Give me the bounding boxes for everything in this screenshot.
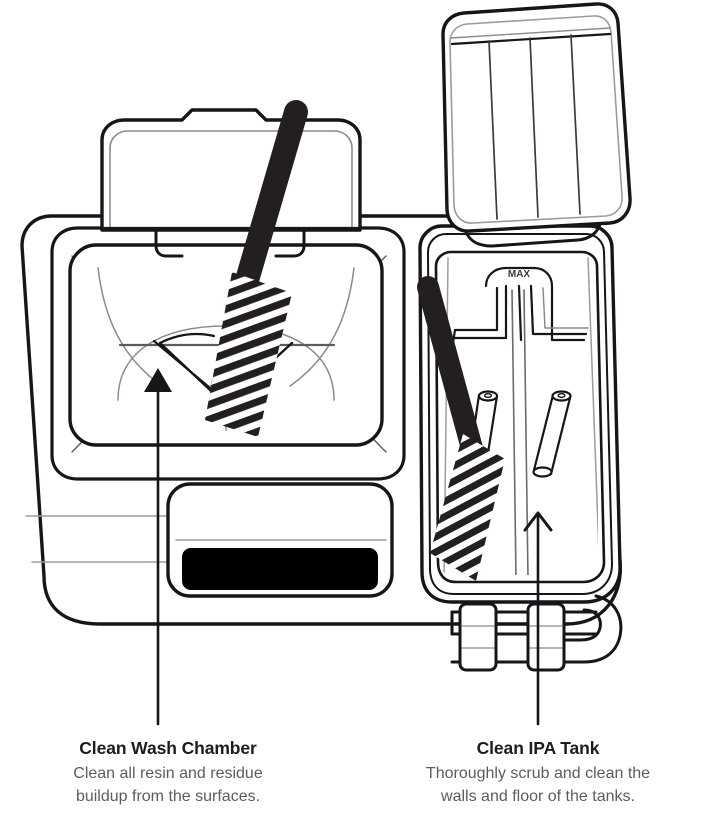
caption-right-body-line-1: Thoroughly scrub and clean the: [425, 765, 651, 782]
caption-left-body-line-1: Clean all resin and residue: [73, 765, 263, 782]
caption-right-body: Thoroughly scrub and clean the walls and…: [378, 762, 698, 808]
ipa-tank-foot-left: [458, 602, 498, 672]
caption-left-body-line-2: buildup from the surfaces.: [75, 788, 261, 805]
display-screen[interactable]: [166, 482, 394, 598]
callout-left: [144, 368, 172, 726]
caption-left-title: Clean Wash Chamber: [79, 738, 257, 758]
ipa-tank-foot-right: [526, 602, 566, 672]
caption-right-title: Clean IPA Tank: [476, 738, 600, 758]
caption-left-body: Clean all resin and residue buildup from…: [8, 762, 328, 808]
max-fill-label: MAX: [508, 269, 531, 280]
caption-clean-wash-chamber: Clean Wash Chamber Clean all resin and r…: [8, 737, 328, 808]
caption-right-body-line-2: walls and floor of the tanks.: [441, 788, 635, 805]
caption-clean-ipa-tank: Clean IPA Tank Thoroughly scrub and clea…: [378, 737, 698, 808]
ipa-tank-lid[interactable]: [441, 2, 632, 248]
callout-right: [523, 511, 553, 726]
ipa-tank-post-right: [532, 390, 572, 478]
